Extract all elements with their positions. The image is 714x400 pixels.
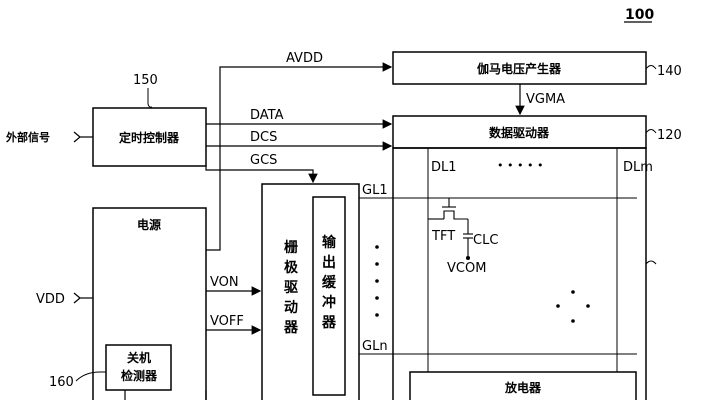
- svg-text:极: 极: [284, 259, 299, 276]
- vdd-label: VDD: [36, 292, 65, 307]
- svg-text:缓: 缓: [322, 274, 337, 291]
- gln-label: GLn: [362, 339, 388, 354]
- dlm-label: DLm: [623, 160, 653, 175]
- output-buffer-box: [312, 196, 346, 396]
- discharger-box: [409, 371, 637, 400]
- svg-text:器: 器: [283, 320, 299, 336]
- dl1-label: DL1: [431, 160, 457, 175]
- timing-controller-label: 定时控制器: [119, 130, 180, 145]
- external-signal-label: 外部信号: [5, 130, 50, 144]
- horizontal-dots: • • • • •: [497, 159, 543, 172]
- vcom-label: VCOM: [447, 261, 486, 276]
- clc-label: CLC: [473, 233, 498, 248]
- figure-number: 100: [625, 7, 654, 23]
- shutdown-detector-label-1: 关机: [127, 350, 151, 365]
- voff-label: VOFF: [210, 314, 244, 329]
- diagonal-dots: [556, 290, 590, 323]
- discharger-label: 放电器: [504, 380, 542, 395]
- output-buffer-label: 输 出 缓 冲 器: [321, 234, 337, 331]
- svg-text:驱: 驱: [284, 280, 298, 296]
- gamma-generator-label: 伽马电压产生器: [477, 61, 562, 76]
- gate-driver-box: [261, 183, 360, 400]
- gcs-label: GCS: [250, 153, 277, 168]
- gl1-label: GL1: [362, 183, 388, 198]
- data-label: DATA: [250, 108, 284, 123]
- svg-text:输: 输: [322, 234, 337, 251]
- tft-label: TFT: [431, 229, 455, 244]
- svg-text:出: 出: [322, 254, 336, 271]
- avdd-label: AVDD: [286, 51, 323, 66]
- von-label: VON: [210, 275, 239, 290]
- shutdown-detector-box: [105, 344, 172, 391]
- data-driver-label: 数据驱动器: [489, 125, 550, 140]
- power-supply-box: [92, 207, 207, 400]
- svg-text:冲: 冲: [322, 294, 336, 311]
- svg-text:栅: 栅: [284, 240, 298, 256]
- tft-pixel: [428, 198, 473, 261]
- vgma-label: VGMA: [526, 92, 565, 107]
- lcd-panel-box: [392, 147, 647, 400]
- gate-driver-label: 栅 极 驱 动 器: [283, 240, 299, 336]
- svg-text:动: 动: [284, 299, 298, 316]
- detector-ref: 160: [49, 375, 74, 390]
- svg-text:器: 器: [321, 315, 337, 331]
- data-driver-ref: 120: [657, 128, 682, 143]
- shutdown-detector-label-2: 检测器: [121, 368, 158, 383]
- power-supply-label: 电源: [137, 217, 161, 232]
- timing-ref: 150: [133, 73, 158, 88]
- dcs-label: DCS: [250, 130, 277, 145]
- gamma-ref: 140: [657, 64, 682, 79]
- vertical-dots: [375, 245, 379, 317]
